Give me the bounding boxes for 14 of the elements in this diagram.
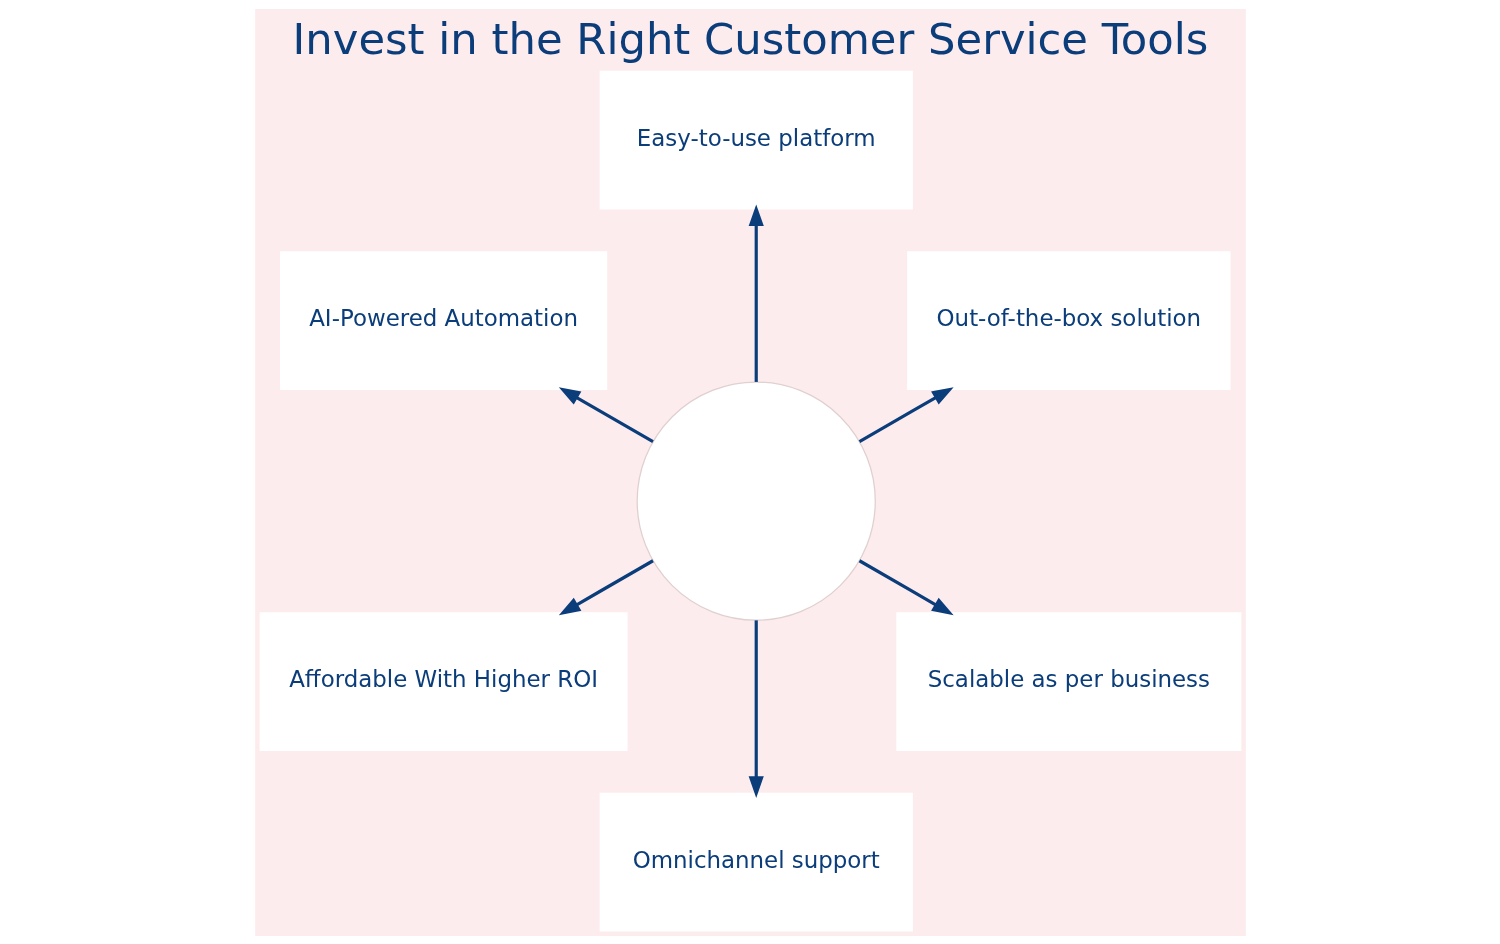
arrow (748, 203, 764, 382)
arrow (858, 386, 954, 443)
arrow (558, 386, 654, 443)
node-box: Out-of-the-box solution (906, 250, 1231, 390)
node-box: Affordable With Higher ROI (259, 611, 628, 751)
node-box: Easy-to-use platform (599, 70, 913, 210)
node-box: AI-Powered Automation (279, 250, 607, 390)
node-box: Omnichannel support (599, 792, 913, 932)
arrow (558, 558, 654, 615)
arrow (858, 558, 954, 615)
node-circle (636, 380, 876, 621)
node-box: Scalable as per business (895, 611, 1241, 751)
arrow (748, 619, 764, 798)
diagram-title: Invest in the Right Customer Service Tools (292, 13, 1208, 64)
